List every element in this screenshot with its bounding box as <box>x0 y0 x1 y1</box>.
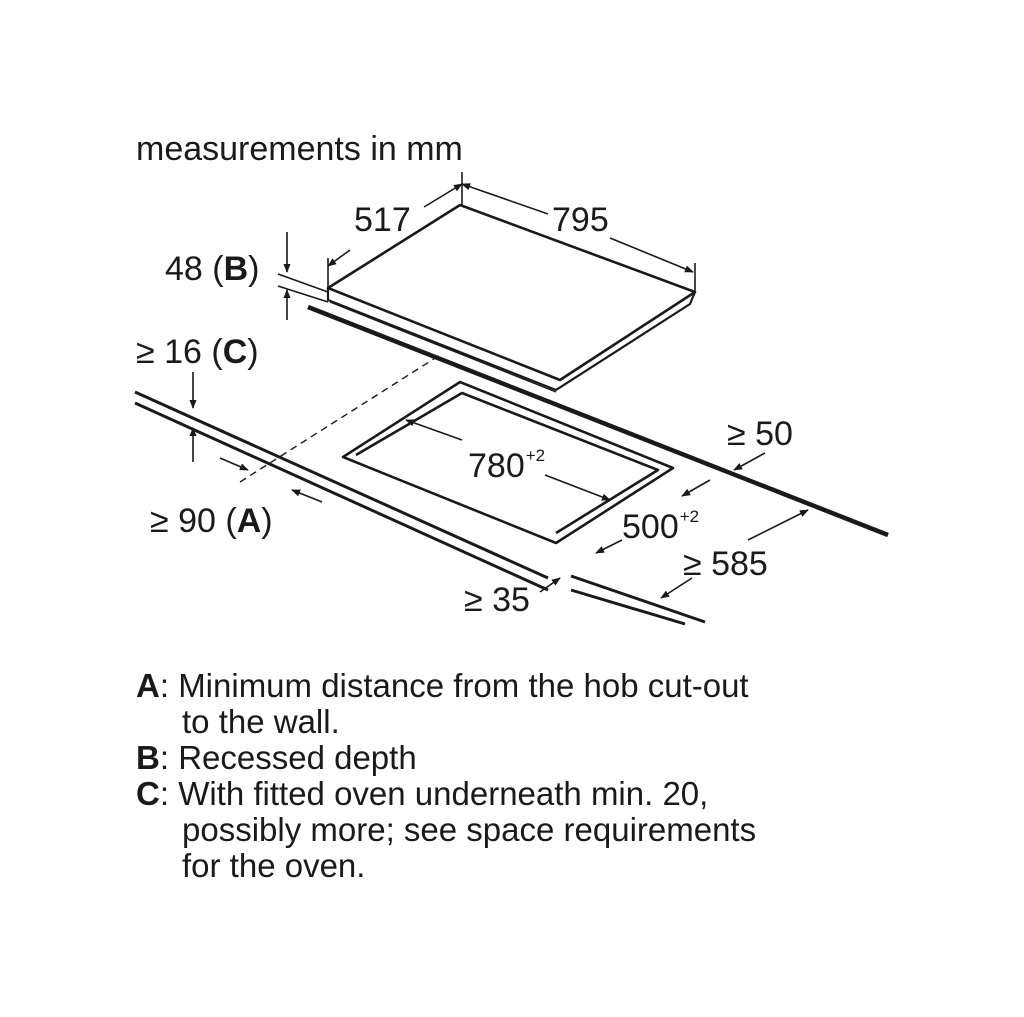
legend-text-c-line2: possibly more; see space requirements <box>182 811 757 848</box>
dimension-oven-gap-label: ≥ 16 (C) <box>136 333 259 371</box>
dimension-worktop-depth-label: ≥ 585 <box>683 545 768 583</box>
wall-distance-value: ≥ 90 <box>150 502 216 540</box>
dimension-wall-distance-label: ≥ 90 (A) <box>150 502 273 540</box>
dimension-lines <box>189 172 809 599</box>
legend-item-b: B: Recessed depth <box>136 739 417 776</box>
dimension-depth-label: 517 <box>354 201 411 239</box>
legend: A: Minimum distance from the hob cut-out… <box>136 668 756 884</box>
cutout-width-value: 780 <box>468 447 525 485</box>
legend-text-c-line1: With fitted oven underneath min. 20, <box>178 775 709 812</box>
legend-item-c: C: With fitted oven underneath min. 20, <box>136 775 709 812</box>
cutout-width-tolerance: +2 <box>525 446 546 465</box>
dimension-rear-gap-label: ≥ 50 <box>727 415 793 453</box>
legend-key-c: C <box>136 775 160 812</box>
wall-distance-ref: A <box>236 502 262 540</box>
legend-text-b-line1: Recessed depth <box>178 739 417 776</box>
dashed-guide-line <box>239 354 441 483</box>
worktop-edges <box>134 304 889 626</box>
dimension-recess-label: 48 (B) <box>165 250 260 288</box>
recess-ref: B <box>223 250 249 288</box>
recess-value: 48 <box>165 250 203 288</box>
dimension-width-label: 795 <box>552 201 609 239</box>
oven-gap-value: ≥ 16 <box>136 333 202 371</box>
legend-item-a: A: Minimum distance from the hob cut-out <box>136 667 749 704</box>
legend-key-b: B <box>136 739 160 776</box>
legend-text-c-line3: for the oven. <box>182 847 366 884</box>
cutout-depth-tolerance: +2 <box>679 507 700 526</box>
legend-text-a-line2: to the wall. <box>182 703 340 740</box>
oven-gap-ref: C <box>222 333 248 371</box>
dimension-cutout-depth-label: 500+2 <box>622 508 699 544</box>
measurement-units-caption: measurements in mm <box>136 130 463 168</box>
legend-key-a: A <box>136 667 160 704</box>
dimension-front-gap-label: ≥ 35 <box>464 581 530 619</box>
dimension-cutout-width-label: 780+2 <box>468 447 545 483</box>
legend-text-a-line1: Minimum distance from the hob cut-out <box>178 667 749 704</box>
cutout-depth-value: 500 <box>622 508 679 546</box>
